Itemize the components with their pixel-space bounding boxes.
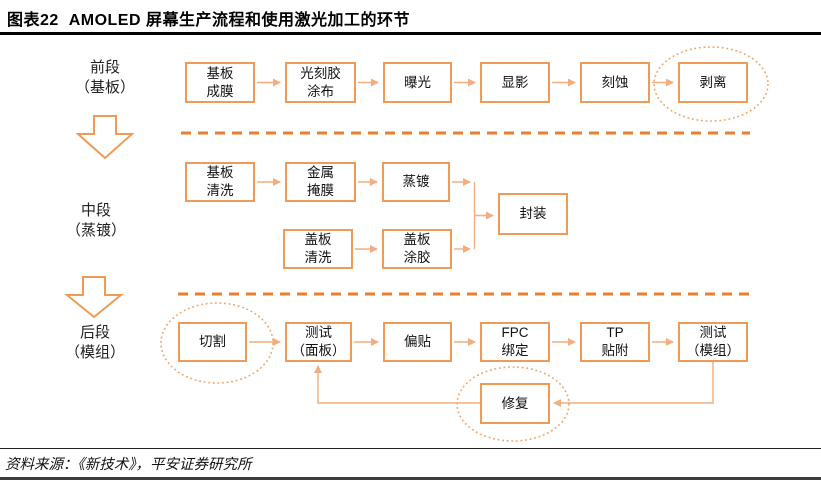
step-box-module-test: 测试 （模组） <box>678 322 748 362</box>
title-divider <box>0 32 821 35</box>
section-down-arrow-icon <box>64 276 124 319</box>
page-title: 图表22 AMOLED 屏幕生产流程和使用激光加工的环节 <box>7 12 410 29</box>
step-box-cutting: 切割 <box>178 322 247 362</box>
step-box-substrate-film: 基板 成膜 <box>185 62 255 103</box>
step-box-polarizer: 偏贴 <box>383 322 452 362</box>
stage-label-back: 后段 （模组） <box>64 324 125 362</box>
step-box-substrate-clean: 基板 清洗 <box>185 162 255 202</box>
footer-divider-top <box>0 448 821 449</box>
step-box-stripping: 剥离 <box>678 62 748 103</box>
step-box-development: 显影 <box>480 62 550 103</box>
step-box-panel-test: 测试 （面板） <box>285 322 352 362</box>
stage-label-middle: 中段 （蒸镀） <box>65 202 126 240</box>
footer-source: 资料来源：《新技术》，平安证券研究所 <box>5 457 252 473</box>
footer-divider-bottom <box>0 477 821 480</box>
step-box-evaporation: 蒸镀 <box>382 162 450 202</box>
section-down-arrow-icon <box>75 115 135 160</box>
step-box-tp-attach: TP 贴附 <box>580 322 650 362</box>
step-box-etching: 刻蚀 <box>580 62 650 103</box>
step-box-metal-mask: 金属 掩膜 <box>285 162 356 202</box>
step-box-encapsulation: 封装 <box>498 193 568 235</box>
step-box-exposure: 曝光 <box>383 62 452 103</box>
step-box-repair: 修复 <box>480 383 550 424</box>
step-box-cover-clean: 盖板 清洗 <box>283 229 353 269</box>
step-box-photoresist-coat: 光刻胶 涂布 <box>285 62 356 103</box>
stage-label-front: 前段 （基板） <box>74 59 135 97</box>
step-box-cover-glue: 盖板 涂胶 <box>382 229 452 269</box>
step-box-fpc-bonding: FPC 绑定 <box>480 322 550 362</box>
